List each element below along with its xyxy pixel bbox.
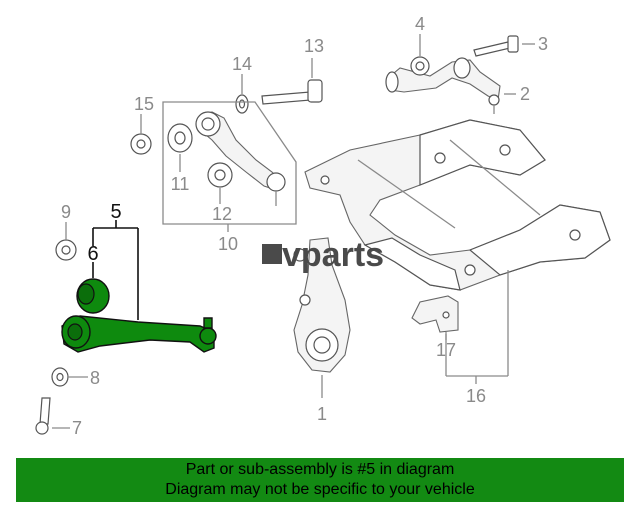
- callout-13: 13: [304, 36, 324, 56]
- callout-12: 12: [212, 204, 232, 224]
- lower-control-arm-rear[interactable]: [195, 111, 286, 206]
- callout-15: 15: [134, 94, 154, 114]
- banner-line-1: Part or sub-assembly is #5 in diagram: [185, 461, 455, 478]
- bolt-3[interactable]: [473, 35, 519, 57]
- subframe-assembly[interactable]: [304, 119, 611, 291]
- callout-5: 5: [110, 201, 121, 223]
- nut-4[interactable]: [410, 56, 430, 76]
- callout-8: 8: [90, 368, 100, 388]
- bushing-11[interactable]: [167, 123, 193, 153]
- callout-9: 9: [61, 202, 71, 222]
- callout-16: 16: [466, 386, 486, 406]
- nut-9[interactable]: [55, 239, 77, 261]
- lower-arm-kit-box: [162, 101, 297, 225]
- callout-2: 2: [520, 84, 530, 104]
- bolt-7[interactable]: [35, 397, 51, 435]
- callout-7: 7: [72, 418, 82, 438]
- callout-11: 11: [171, 174, 190, 194]
- bushing-6[interactable]: [76, 278, 110, 314]
- callout-6: 6: [87, 243, 98, 265]
- lower-control-arm-5[interactable]: [61, 315, 217, 353]
- callout-3: 3: [538, 34, 548, 54]
- watermark-logo: vparts: [262, 236, 384, 274]
- nut-15[interactable]: [130, 133, 152, 155]
- callout-4: 4: [415, 14, 425, 34]
- bolt-13[interactable]: [261, 79, 323, 105]
- callout-14: 14: [232, 54, 252, 74]
- callout-1: 1: [317, 404, 327, 424]
- leader-lines-highlight: [92, 220, 139, 320]
- subframe-mount-bracket[interactable]: [411, 295, 459, 333]
- banner-line-2: Diagram may not be specific to your vehi…: [165, 481, 475, 498]
- leader-lines: [52, 34, 535, 429]
- bushing-12[interactable]: [207, 162, 233, 188]
- callout-17: 17: [436, 340, 456, 360]
- watermark-text: vparts: [282, 236, 384, 274]
- steering-knuckle[interactable]: [293, 237, 351, 373]
- washer-14[interactable]: [235, 94, 249, 114]
- callout-10: 10: [218, 234, 238, 254]
- callout-numbers: 1 2 3 4 5 6 7 8 9 10 11 12 13 14 15 16 1…: [61, 14, 548, 438]
- info-banner: Part or sub-assembly is #5 in diagram Di…: [16, 458, 624, 502]
- washer-8[interactable]: [51, 367, 69, 387]
- upper-control-arm[interactable]: [385, 57, 501, 114]
